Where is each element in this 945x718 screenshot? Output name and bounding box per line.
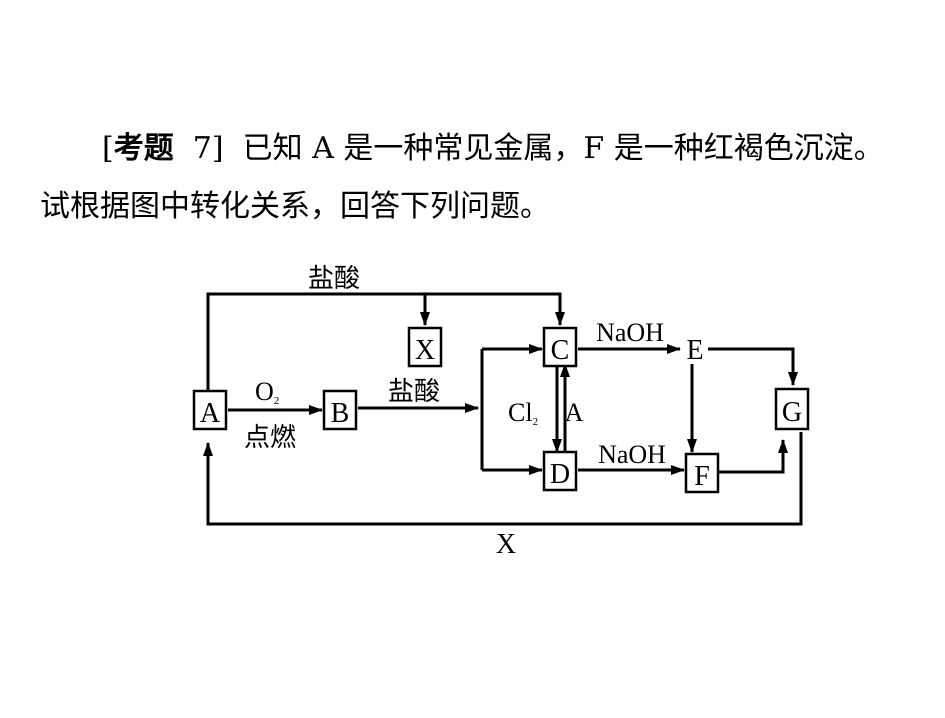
label-c-to-e: NaOH — [596, 318, 664, 347]
question-statement: 已知 A 是一种常见金属，F 是一种红褐色沉淀。 — [242, 131, 884, 166]
node-x: X — [407, 326, 443, 368]
question-text: [考题 7] 已知 A 是一种常见金属，F 是一种红褐色沉淀。 试根据图中转化关… — [40, 120, 920, 236]
svg-text:X: X — [415, 335, 435, 366]
label-a-to-b-bottom: 点燃 — [244, 423, 296, 452]
node-d: D — [542, 450, 578, 492]
svg-text:A: A — [200, 398, 221, 429]
edge-e-to-g — [708, 347, 798, 386]
question-number: 7] — [192, 131, 224, 166]
svg-text:D: D — [550, 459, 570, 490]
svg-text:B: B — [331, 398, 350, 429]
node-f: F — [684, 452, 720, 494]
label-c-to-d: Cl2 — [508, 398, 538, 428]
label-a-to-b-top: O2 — [255, 377, 279, 407]
label-d-to-f: NaOH — [598, 440, 666, 469]
svg-text:G: G — [782, 397, 802, 428]
node-g: G — [774, 387, 810, 431]
node-e: E — [686, 335, 703, 366]
edge-f-to-g — [718, 439, 788, 474]
label-d-to-c: A — [565, 398, 584, 427]
node-c: C — [542, 326, 578, 368]
question-line-1: [考题 7] 已知 A 是一种常见金属，F 是一种红褐色沉淀。 — [40, 120, 920, 178]
node-a: A — [192, 389, 228, 431]
edge-a-to-c-top — [206, 292, 565, 390]
question-line-2: 试根据图中转化关系，回答下列问题。 — [40, 189, 550, 224]
question-open-bracket: [ — [102, 131, 114, 166]
label-g-to-a: X — [496, 529, 516, 560]
svg-text:F: F — [694, 461, 710, 492]
edge-g-to-a — [203, 432, 803, 526]
svg-text:E: E — [686, 335, 703, 366]
node-b: B — [322, 389, 358, 431]
label-top-reagent: 盐酸 — [308, 264, 360, 293]
question-tag: 考题 — [113, 131, 174, 166]
label-b-reagent: 盐酸 — [388, 377, 440, 406]
svg-text:C: C — [551, 335, 570, 366]
